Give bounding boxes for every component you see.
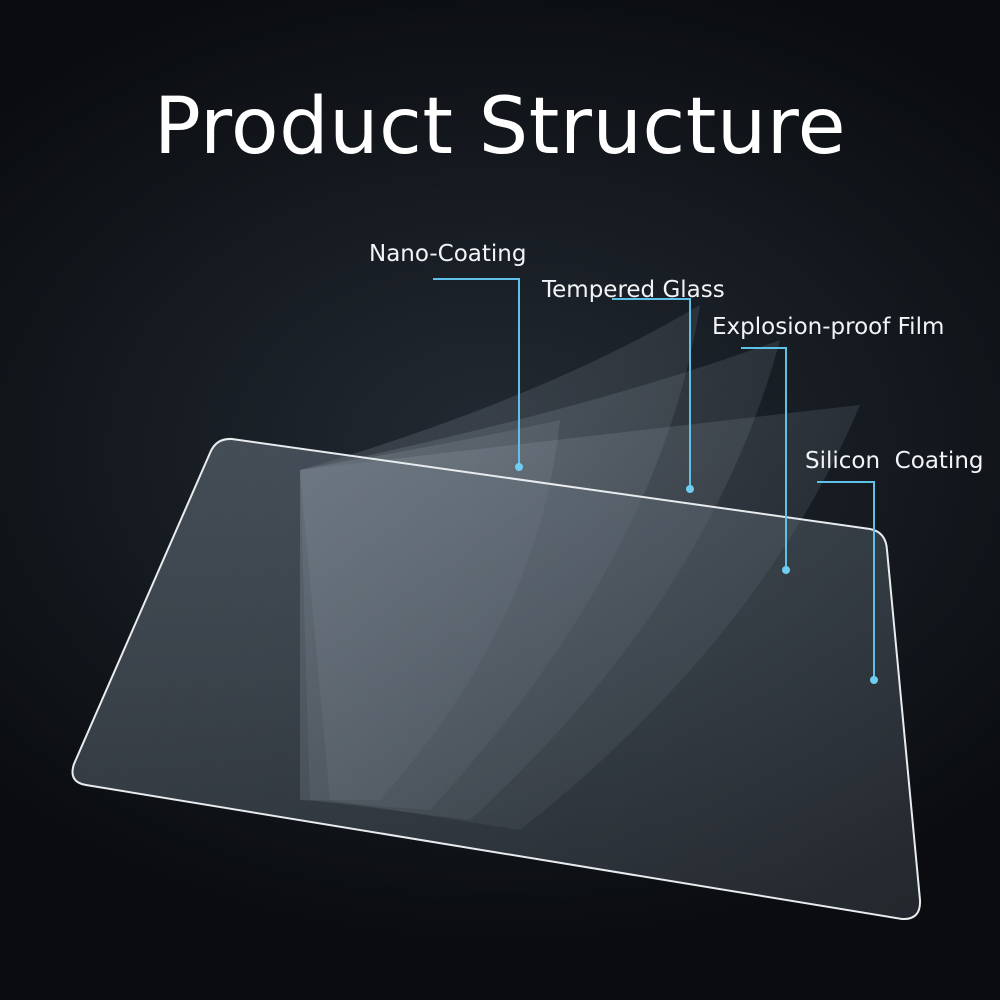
callout-dot-glass [686, 485, 694, 493]
callout-line-silicon [817, 481, 875, 680]
label-explosion-proof-film: Explosion-proof Film [712, 314, 945, 340]
glass-plate [71, 437, 922, 921]
callout-line-nano [433, 278, 520, 467]
label-tempered-glass: Tempered Glass [542, 277, 725, 303]
callout-line-glass [612, 298, 691, 489]
page-title: Product Structure [153, 82, 847, 172]
callout-line-film [741, 347, 787, 570]
callout-dot-film [782, 566, 790, 574]
label-nano-coating: Nano-Coating [369, 241, 527, 267]
callout-dot-silicon [870, 676, 878, 684]
callout-dot-nano [515, 463, 523, 471]
label-silicon-coating: Silicon Coating [805, 448, 984, 474]
